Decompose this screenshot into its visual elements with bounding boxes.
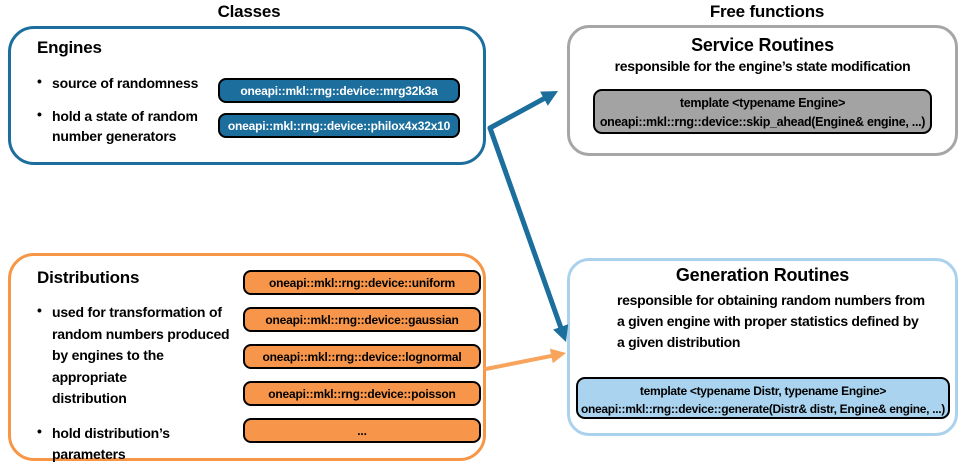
bullet-text: number generators	[52, 128, 177, 144]
bullet-dot-icon	[37, 106, 52, 146]
subtitle-line: responsible for obtaining random numbers…	[617, 292, 925, 308]
subtitle-line: a given distribution	[617, 334, 741, 350]
engine-chip-column: oneapi::mkl::rng::device::mrg32k3a oneap…	[218, 78, 460, 148]
service-routines-box: Service Routines responsible for the eng…	[567, 25, 958, 156]
generation-routines-subtitle: responsible for obtaining random numbers…	[617, 290, 947, 353]
arrow-engines-to-service	[487, 91, 558, 131]
code-line: oneapi::mkl::rng::device::skip_ahead(Eng…	[599, 115, 926, 129]
arrow-distributions-to-generation	[484, 348, 566, 371]
service-routines-title: Service Routines	[691, 35, 834, 55]
distributions-box: Distributions used for transformation of…	[8, 253, 486, 464]
bullet-text: hold distribution’s	[52, 424, 170, 441]
distribution-class-chip: oneapi::mkl::rng::device::uniform	[243, 270, 481, 295]
distributions-title: Distributions	[37, 268, 140, 287]
bullet-dot-icon	[37, 302, 52, 410]
engine-class-chip: oneapi::mkl::rng::device::mrg32k3a	[218, 78, 460, 103]
generate-code-chip: template <typename Distr, typename Engin…	[576, 377, 950, 419]
distribution-class-chip: oneapi::mkl::rng::device::gaussian	[243, 307, 481, 332]
free-functions-header: Free functions	[709, 2, 825, 21]
bullet-text: distribution	[51, 390, 127, 406]
arrow-engines-to-generation	[487, 125, 569, 342]
code-line: template <typename Distr, typename Engin…	[639, 384, 887, 398]
bullet-dot-icon	[37, 423, 52, 464]
engines-box: Engines source of randomness hold a stat…	[8, 26, 486, 165]
bullet-item: hold a state of random number generators	[37, 106, 217, 146]
bullet-text: parameters	[52, 446, 126, 462]
generation-routines-title: Generation Routines	[675, 265, 850, 285]
distributions-bullet-list: used for transformation of random number…	[37, 302, 242, 464]
classes-header: Classes	[217, 2, 281, 21]
engines-title: Engines	[37, 38, 102, 57]
distribution-class-chip: ...	[243, 418, 481, 443]
code-line: template <typename Engine>	[679, 96, 846, 110]
bullet-text: random numbers produced	[51, 325, 230, 342]
bullet-text: used for transformation of	[51, 304, 222, 320]
distribution-class-chip: oneapi::mkl::rng::device::lognormal	[243, 344, 481, 369]
bullet-text: source of randomness	[52, 75, 199, 91]
subtitle-line: a given engine with proper statistics de…	[617, 313, 919, 329]
distribution-class-chip: oneapi::mkl::rng::device::poisson	[243, 381, 481, 406]
generation-routines-box: Generation Routines responsible for obta…	[567, 258, 958, 436]
bullet-text: by engines to the appropriate	[51, 347, 164, 385]
bullet-dot-icon	[37, 73, 52, 93]
code-line: oneapi::mkl::rng::device::generate(Distr…	[580, 402, 946, 416]
engine-class-chip: oneapi::mkl::rng::device::philox4x32x10	[218, 113, 460, 138]
distribution-chip-column: oneapi::mkl::rng::device::uniform oneapi…	[243, 270, 481, 455]
bullet-item: source of randomness	[37, 73, 217, 93]
bullet-item: used for transformation of random number…	[37, 302, 242, 410]
engines-bullet-list: source of randomness hold a state of ran…	[37, 73, 217, 159]
bullet-text: hold a state of random	[52, 108, 198, 124]
skip-ahead-code-chip: template <typename Engine> oneapi::mkl::…	[593, 89, 932, 134]
bullet-item: hold distribution’s parameters	[37, 423, 242, 464]
service-routines-subtitle: responsible for the engine’s state modif…	[614, 58, 911, 74]
